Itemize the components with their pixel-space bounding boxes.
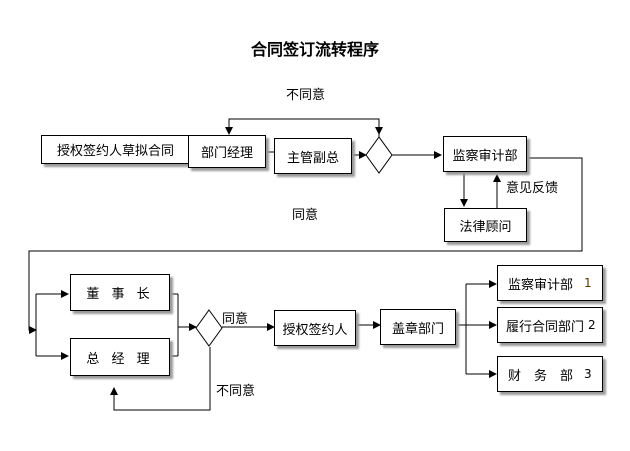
node-dest-finance: 财 务 部 3 (497, 356, 603, 392)
node-authorized-signer: 授权签约人 (274, 310, 356, 346)
decision-diamond-bottom (195, 309, 223, 347)
dest-name: 履行合同部门 (506, 319, 585, 335)
connector-audit-to-leaders (28, 157, 583, 334)
diagram-title: 合同签订流转程序 (250, 40, 379, 59)
node-audit-dept: 监察审计部 (443, 136, 527, 172)
label-disagree-bottom: 不同意 (216, 384, 256, 399)
label-agree-mid: 同意 (292, 208, 319, 223)
node-legal-advisor: 法律顾问 (444, 208, 527, 242)
dest-name: 监察审计部 (508, 277, 574, 293)
label-agree-bottom: 同意 (222, 312, 249, 327)
dest-number: 3 (584, 367, 592, 381)
label-feedback: 意见反馈 (506, 181, 559, 196)
decision-diamond-top (365, 136, 393, 174)
dest-name: 财 务 部 (508, 368, 574, 384)
label-disagree-top: 不同意 (286, 88, 326, 103)
node-draft-contract: 授权签约人草拟合同 (41, 135, 190, 164)
dest-number: 1 (584, 276, 592, 290)
node-dept-manager: 部门经理 (188, 135, 266, 168)
node-chairman: 董 事 长 (70, 274, 170, 311)
node-dest-audit: 监察审计部 1 (497, 265, 603, 301)
node-general-manager: 总 经 理 (70, 338, 170, 376)
loop-disagree-bottom (110, 347, 211, 411)
dest-number: 2 (588, 318, 596, 332)
node-dest-contract-dept: 履行合同部门 2 (497, 307, 603, 343)
node-vp: 主管副总 (274, 138, 352, 174)
node-seal-dept: 盖章部门 (380, 309, 456, 345)
